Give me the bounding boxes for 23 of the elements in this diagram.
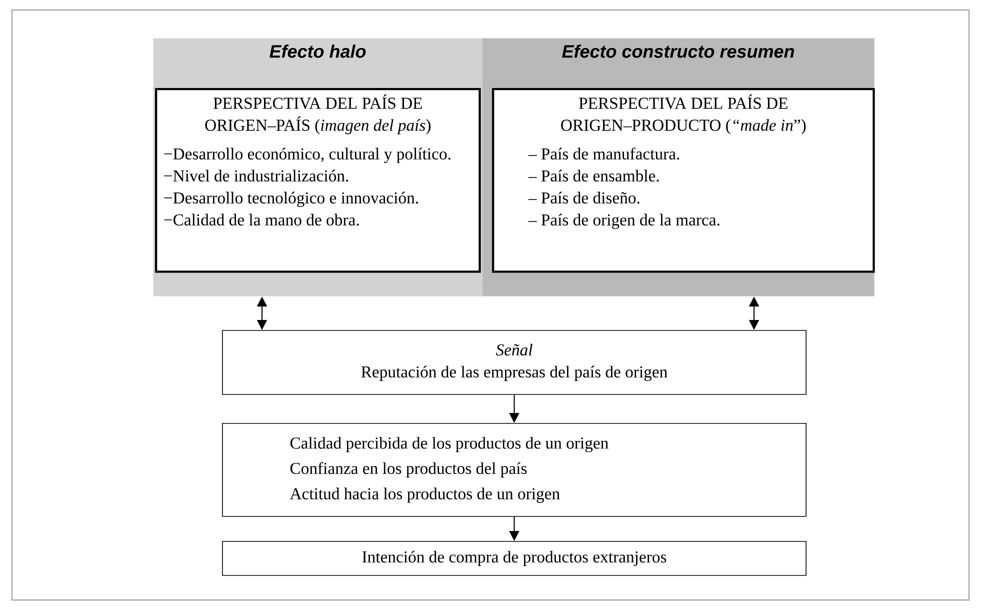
process-box bbox=[222, 423, 806, 517]
list-item: −Desarrollo económico, cultural y político. bbox=[164, 148, 450, 163]
band-heading: Efecto constructo resumen bbox=[562, 44, 794, 58]
band-heading: Efecto halo bbox=[270, 44, 366, 58]
list-item: −Nivel de industrialización. bbox=[164, 170, 348, 182]
list-item: – País de ensamble. bbox=[528, 170, 659, 182]
list-item: −Desarrollo tecnológico e innovación. bbox=[164, 192, 418, 207]
list-item: −Calidad de la mano de obra. bbox=[164, 214, 359, 226]
process-box bbox=[222, 541, 806, 576]
list-item: Calidad percibida de los productos de un origen bbox=[290, 437, 608, 452]
box-heading: PERSPECTIVA DEL PAÍS DE ORIGEN–PRODUCTO (“made in”) bbox=[561, 94, 806, 134]
list-item: – País de origen de la marca. bbox=[528, 214, 720, 229]
box-heading: PERSPECTIVA DEL PAÍS DE ORIGEN–PAÍS (imagen del país) bbox=[205, 94, 430, 134]
list-item: Confianza en los productos del país bbox=[290, 462, 527, 478]
perspective-box bbox=[155, 88, 481, 273]
box-text: Reputación de las empresas del país de origen bbox=[361, 366, 668, 381]
list-item: – País de diseño. bbox=[528, 192, 640, 204]
box-text: Intención de compra de productos extranjeros bbox=[362, 550, 666, 566]
list-item: – País de manufactura. bbox=[528, 148, 680, 160]
process-box bbox=[222, 330, 806, 395]
perspective-box bbox=[492, 88, 875, 273]
box-heading: Señal bbox=[496, 344, 532, 356]
list-item: Actitud hacia los productos de un origen bbox=[290, 488, 560, 503]
